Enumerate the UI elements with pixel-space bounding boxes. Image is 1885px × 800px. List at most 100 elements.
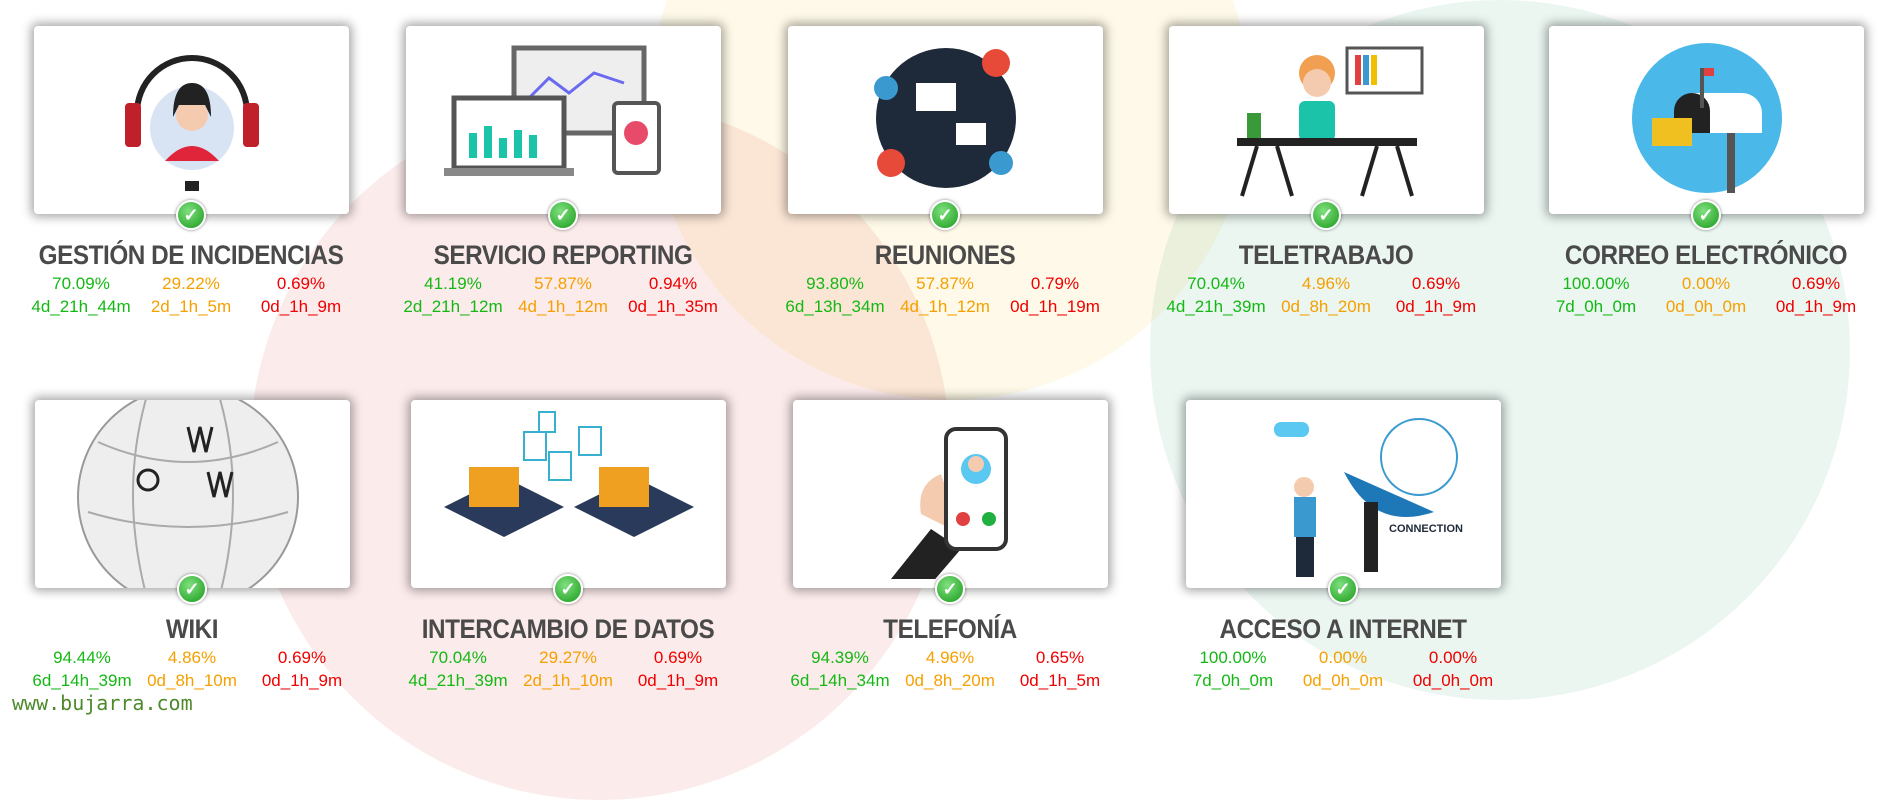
warning-time: 0d_8h_20m <box>1281 297 1371 316</box>
ok-percent: 70.04% <box>429 648 487 667</box>
service-title: TELETRABAJO <box>1238 240 1414 270</box>
connection-label: CONNECTION <box>1389 523 1463 535</box>
site-watermark: www.bujarra.com <box>12 691 193 715</box>
ok-percent: 70.04% <box>1187 274 1245 293</box>
critical-time: 0d_1h_9m <box>637 671 719 690</box>
warning-time: 0d_8h_10m <box>147 671 237 690</box>
service-stats: 70.04% 4.96% 0.69% 4d_21h_39m 0d_8h_20m … <box>1161 274 1491 316</box>
service-card-wiki[interactable] <box>35 400 350 588</box>
service-stats: 70.09% 29.22% 0.69% 4d_21h_44m 2d_1h_5m … <box>26 274 356 316</box>
service-title: INTERCAMBIO DE DATOS <box>421 614 715 644</box>
status-ok-check-icon: ✓ <box>1691 200 1721 230</box>
critical-time: 0d_1h_9m <box>261 671 343 690</box>
critical-percent: 0.69% <box>653 648 703 667</box>
ok-percent: 70.09% <box>52 274 110 293</box>
status-ok-check-icon: ✓ <box>935 574 965 604</box>
ok-percent: 94.44% <box>53 648 111 667</box>
warning-percent: 4.96% <box>925 648 975 667</box>
warning-percent: 4.96% <box>1301 274 1351 293</box>
ok-percent: 100.00% <box>1562 274 1630 293</box>
critical-time: 0d_1h_9m <box>1395 297 1477 316</box>
status-ok-check-icon: ✓ <box>1311 200 1341 230</box>
warning-percent: 4.86% <box>167 648 217 667</box>
ok-time: 6d_14h_34m <box>790 671 890 690</box>
warning-time: 0d_0h_0m <box>1665 297 1747 316</box>
service-title: SERVICIO REPORTING <box>433 240 693 270</box>
service-title: CORREO ELECTRÓNICO <box>1564 240 1848 270</box>
service-stats: 41.19% 57.87% 0.94% 2d_21h_12m 4d_1h_12m… <box>398 274 728 316</box>
mailbox-icon <box>1622 33 1792 208</box>
service-title: GESTIÓN DE INCIDENCIAS <box>38 240 344 270</box>
warning-time: 0d_8h_20m <box>905 671 995 690</box>
ok-percent: 41.19% <box>424 274 482 293</box>
service-card-teletrabajo[interactable] <box>1169 26 1484 214</box>
warning-time: 4d_1h_12m <box>518 297 608 316</box>
ok-time: 7d_0h_0m <box>1192 671 1274 690</box>
warning-time: 0d_0h_0m <box>1302 671 1384 690</box>
critical-time: 0d_1h_19m <box>1010 297 1100 316</box>
service-title: TELEFONÍA <box>883 614 1017 644</box>
ok-time: 2d_21h_12m <box>403 297 503 316</box>
critical-percent: 0.94% <box>648 274 698 293</box>
critical-percent: 0.69% <box>1411 274 1461 293</box>
ok-time: 4d_21h_44m <box>31 297 131 316</box>
service-stats: 100.00% 0.00% 0.00% 7d_0h_0m 0d_0h_0m 0d… <box>1178 648 1508 690</box>
status-ok-check-icon: ✓ <box>930 200 960 230</box>
service-stats: 94.44% 4.86% 0.69% 6d_14h_39m 0d_8h_10m … <box>27 648 357 690</box>
status-ok-check-icon: ✓ <box>548 200 578 230</box>
service-stats: 94.39% 4.96% 0.65% 6d_14h_34m 0d_8h_20m … <box>785 648 1115 690</box>
warning-percent: 57.87% <box>916 274 974 293</box>
service-stats: 100.00% 0.00% 0.69% 7d_0h_0m 0d_0h_0m 0d… <box>1541 274 1871 316</box>
remote-work-icon <box>1217 33 1437 208</box>
meeting-table-icon <box>846 33 1046 208</box>
critical-percent: 0.65% <box>1035 648 1085 667</box>
status-ok-check-icon: ✓ <box>553 574 583 604</box>
ok-time: 7d_0h_0m <box>1555 297 1637 316</box>
ok-time: 4d_21h_39m <box>1166 297 1266 316</box>
critical-percent: 0.69% <box>277 648 327 667</box>
service-card-intercambio-de-datos[interactable] <box>411 400 726 588</box>
ok-time: 6d_13h_34m <box>785 297 885 316</box>
critical-percent: 0.79% <box>1030 274 1080 293</box>
service-card-gestion-de-incidencias[interactable] <box>34 26 349 214</box>
phone-call-icon <box>851 404 1051 584</box>
critical-time: 0d_1h_9m <box>1775 297 1857 316</box>
warning-time: 2d_1h_10m <box>523 671 613 690</box>
reporting-devices-icon <box>434 38 694 203</box>
file-transfer-icon <box>429 407 709 582</box>
service-card-reuniones[interactable] <box>788 26 1103 214</box>
ok-percent: 94.39% <box>811 648 869 667</box>
ok-percent: 93.80% <box>806 274 864 293</box>
critical-percent: 0.69% <box>276 274 326 293</box>
critical-time: 0d_1h_9m <box>260 297 342 316</box>
warning-percent: 0.00% <box>1318 648 1368 667</box>
service-title: ACCESO A INTERNET <box>1219 614 1467 644</box>
critical-time: 0d_0h_0m <box>1412 671 1494 690</box>
critical-percent: 0.69% <box>1791 274 1841 293</box>
warning-percent: 29.22% <box>162 274 220 293</box>
warning-time: 2d_1h_5m <box>150 297 232 316</box>
service-title: WIKI <box>165 614 219 644</box>
critical-percent: 0.00% <box>1428 648 1478 667</box>
service-stats: 70.04% 29.27% 0.69% 4d_21h_39m 2d_1h_10m… <box>403 648 733 690</box>
critical-time: 0d_1h_5m <box>1019 671 1101 690</box>
service-card-correo-electronico[interactable] <box>1549 26 1864 214</box>
service-stats: 93.80% 57.87% 0.79% 6d_13h_34m 4d_1h_12m… <box>780 274 1110 316</box>
ok-percent: 100.00% <box>1199 648 1267 667</box>
headset-support-icon <box>107 33 277 208</box>
service-card-servicio-reporting[interactable] <box>406 26 721 214</box>
ok-time: 6d_14h_39m <box>32 671 132 690</box>
status-ok-check-icon: ✓ <box>177 574 207 604</box>
warning-percent: 0.00% <box>1681 274 1731 293</box>
wikipedia-globe-icon <box>68 400 318 588</box>
satellite-connection-icon: CONNECTION <box>1214 402 1474 587</box>
ok-time: 4d_21h_39m <box>408 671 508 690</box>
critical-time: 0d_1h_35m <box>628 297 718 316</box>
service-title: REUNIONES <box>874 240 1016 270</box>
service-card-telefonia[interactable] <box>793 400 1108 588</box>
status-ok-check-icon: ✓ <box>1328 574 1358 604</box>
service-card-acceso-a-internet[interactable]: CONNECTION <box>1186 400 1501 588</box>
warning-percent: 29.27% <box>539 648 597 667</box>
warning-percent: 57.87% <box>534 274 592 293</box>
status-ok-check-icon: ✓ <box>176 200 206 230</box>
